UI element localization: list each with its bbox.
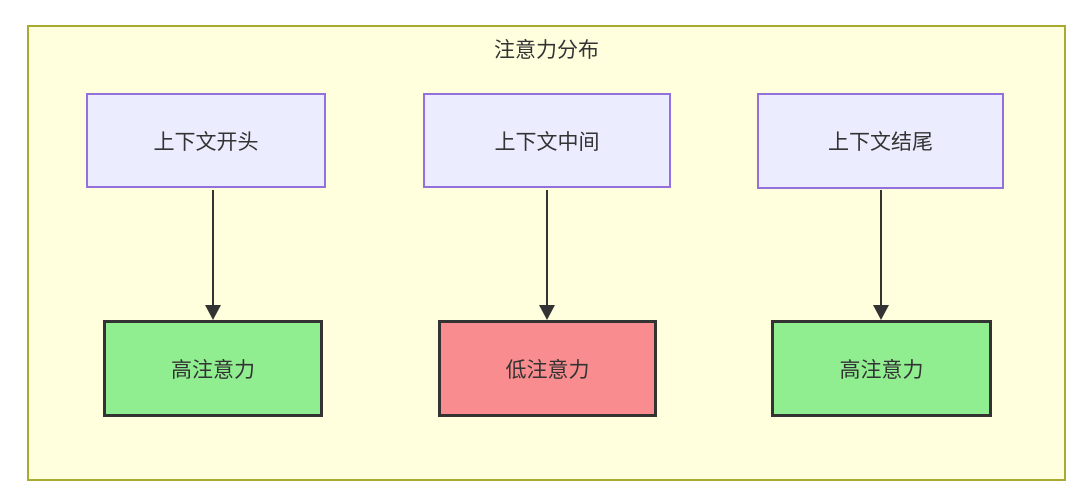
diagram-title: 注意力分布 — [494, 39, 599, 62]
node-low-attention[interactable]: 低注意力 — [438, 320, 657, 417]
node-context-middle[interactable]: 上下文中间 — [423, 93, 671, 188]
node-context-end[interactable]: 上下文结尾 — [757, 93, 1004, 189]
node-context-beginning[interactable]: 上下文开头 — [86, 93, 326, 188]
node-high-attention-1[interactable]: 高注意力 — [103, 320, 323, 417]
node-high-attention-2[interactable]: 高注意力 — [771, 320, 992, 417]
